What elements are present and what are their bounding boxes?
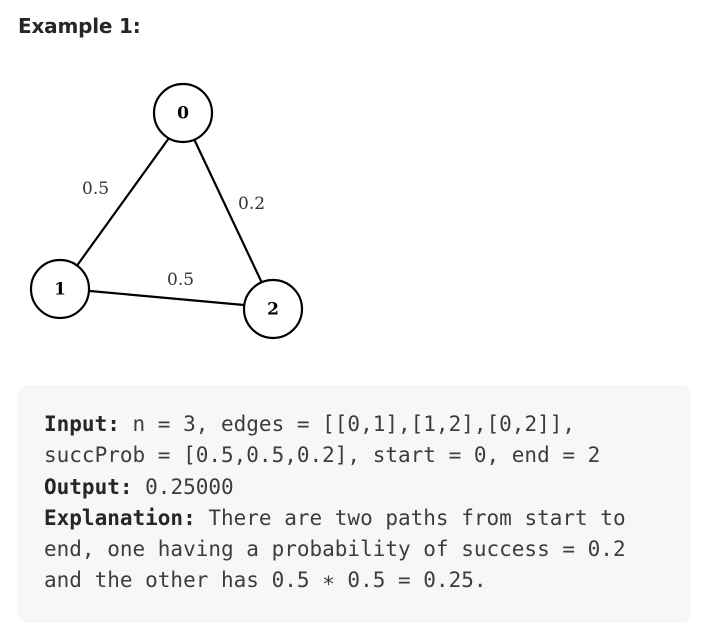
explanation-line-2: end, one having a probability of success… <box>44 537 626 562</box>
explanation-text-part-1: There are two paths from start to <box>195 505 626 530</box>
input-value-part-1: n = 3, edges = [[0,1],[1,2],[0,2]], <box>119 412 576 436</box>
explanation-label: Explanation: <box>44 505 196 530</box>
graph-diagram: 0.5 0.2 0.5 0 1 2 <box>29 82 304 340</box>
edge-label-0-2: 0.2 <box>238 194 265 214</box>
graph-node-0: 0 <box>152 82 214 144</box>
graph-node-2: 2 <box>242 278 304 340</box>
edge-0-1 <box>75 137 170 268</box>
edge-label-1-2: 0.5 <box>167 270 194 290</box>
node-label-2: 2 <box>267 300 279 320</box>
explanation-line-1: Explanation: There are two paths from st… <box>44 503 691 534</box>
edge-1-2 <box>89 289 245 307</box>
edge-0-2 <box>193 138 263 284</box>
example-code-block: Input: n = 3, edges = [[0,1],[1,2],[0,2]… <box>18 385 691 623</box>
node-label-0: 0 <box>177 104 189 124</box>
output-label: Output: <box>44 474 133 499</box>
edge-label-0-1: 0.5 <box>82 179 109 199</box>
example-heading: Example 1: <box>18 14 141 38</box>
output-value: 0.25000 <box>132 474 234 499</box>
graph-node-1: 1 <box>29 258 91 320</box>
input-line-1: Input: n = 3, edges = [[0,1],[1,2],[0,2]… <box>44 409 691 440</box>
explanation-line-3: and the other has 0.5 ∗ 0.5 = 0.25. <box>44 568 487 593</box>
input-label: Input: <box>44 412 120 436</box>
node-label-1: 1 <box>54 280 66 300</box>
output-line: Output: 0.25000 <box>44 472 691 503</box>
input-line-2: succProb = [0.5,0.5,0.2], start = 0, end… <box>44 443 601 468</box>
